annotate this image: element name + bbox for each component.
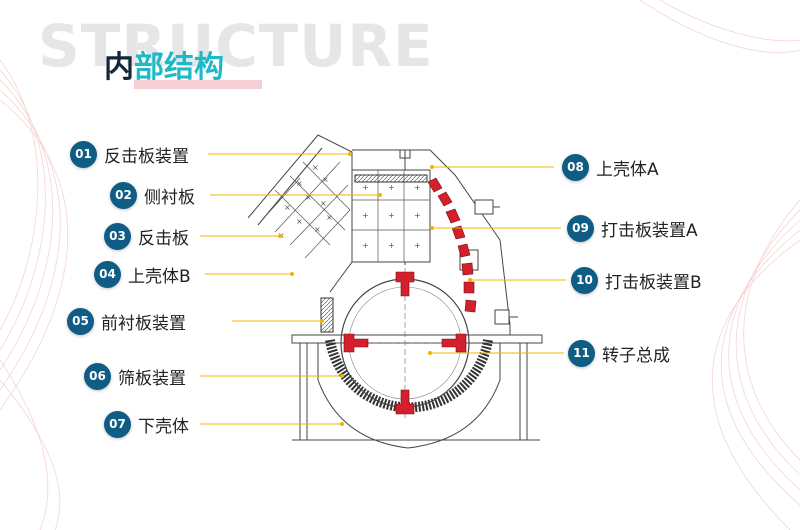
base-frame: [291, 334, 543, 344]
svg-text:+: +: [414, 211, 421, 220]
svg-text:×: ×: [320, 199, 327, 208]
badge-11: 11: [568, 339, 595, 367]
label-text-04: 上壳体B: [128, 266, 191, 287]
label-text-02: 侧衬板: [144, 187, 195, 208]
front-liner-block: [320, 297, 334, 333]
badge-03: 03: [104, 222, 131, 250]
badge-09: 09: [567, 214, 594, 242]
label-06: 06 筛板装置: [84, 361, 186, 391]
label-text-11: 转子总成: [602, 345, 670, 366]
badge-04: 04: [94, 260, 121, 288]
svg-text:×: ×: [296, 179, 303, 188]
svg-text:+: +: [362, 241, 369, 250]
badge-02: 02: [110, 181, 137, 209]
label-text-10: 打击板装置B: [605, 272, 702, 293]
badge-05: 05: [67, 307, 94, 335]
badge-10: 10: [571, 266, 598, 294]
watermark-structure: STRUCTURE: [38, 12, 434, 80]
label-04: 04 上壳体B: [94, 259, 191, 289]
svg-text:×: ×: [296, 217, 303, 226]
label-02: 02 侧衬板: [110, 180, 195, 210]
label-10: 10 打击板装置B: [571, 265, 702, 295]
label-text-08: 上壳体A: [596, 159, 659, 180]
label-08: 08 上壳体A: [562, 152, 659, 182]
label-01: 01 反击板装置: [70, 139, 189, 169]
label-text-01: 反击板装置: [104, 146, 189, 167]
label-07: 07 下壳体: [104, 409, 189, 439]
title-part2: 部结构: [134, 50, 224, 85]
label-text-05: 前衬板装置: [101, 313, 186, 334]
title-part1: 内: [104, 50, 134, 85]
svg-text:×: ×: [322, 175, 329, 184]
label-11: 11 转子总成: [568, 338, 670, 368]
badge-06: 06: [84, 362, 111, 390]
svg-text:×: ×: [284, 203, 291, 212]
label-text-03: 反击板: [138, 228, 189, 249]
svg-text:+: +: [388, 241, 395, 250]
label-09: 09 打击板装置A: [567, 213, 698, 243]
label-05: 05 前衬板装置: [67, 306, 186, 336]
svg-text:+: +: [362, 183, 369, 192]
title-underline: [134, 80, 262, 89]
label-03: 03 反击板: [104, 221, 189, 251]
svg-text:×: ×: [312, 163, 319, 172]
svg-text:+: +: [362, 211, 369, 220]
svg-text:×: ×: [314, 225, 321, 234]
svg-text:+: +: [414, 183, 421, 192]
badge-07: 07: [104, 410, 131, 438]
badge-08: 08: [562, 153, 589, 181]
label-text-07: 下壳体: [138, 416, 189, 437]
page-title: 内部结构: [104, 42, 224, 86]
label-text-09: 打击板装置A: [601, 220, 698, 241]
svg-text:+: +: [388, 183, 395, 192]
label-text-06: 筛板装置: [118, 368, 186, 389]
badge-01: 01: [70, 140, 97, 168]
svg-text:×: ×: [326, 213, 333, 222]
svg-text:+: +: [414, 241, 421, 250]
svg-text:×: ×: [305, 193, 312, 202]
svg-text:+: +: [388, 211, 395, 220]
